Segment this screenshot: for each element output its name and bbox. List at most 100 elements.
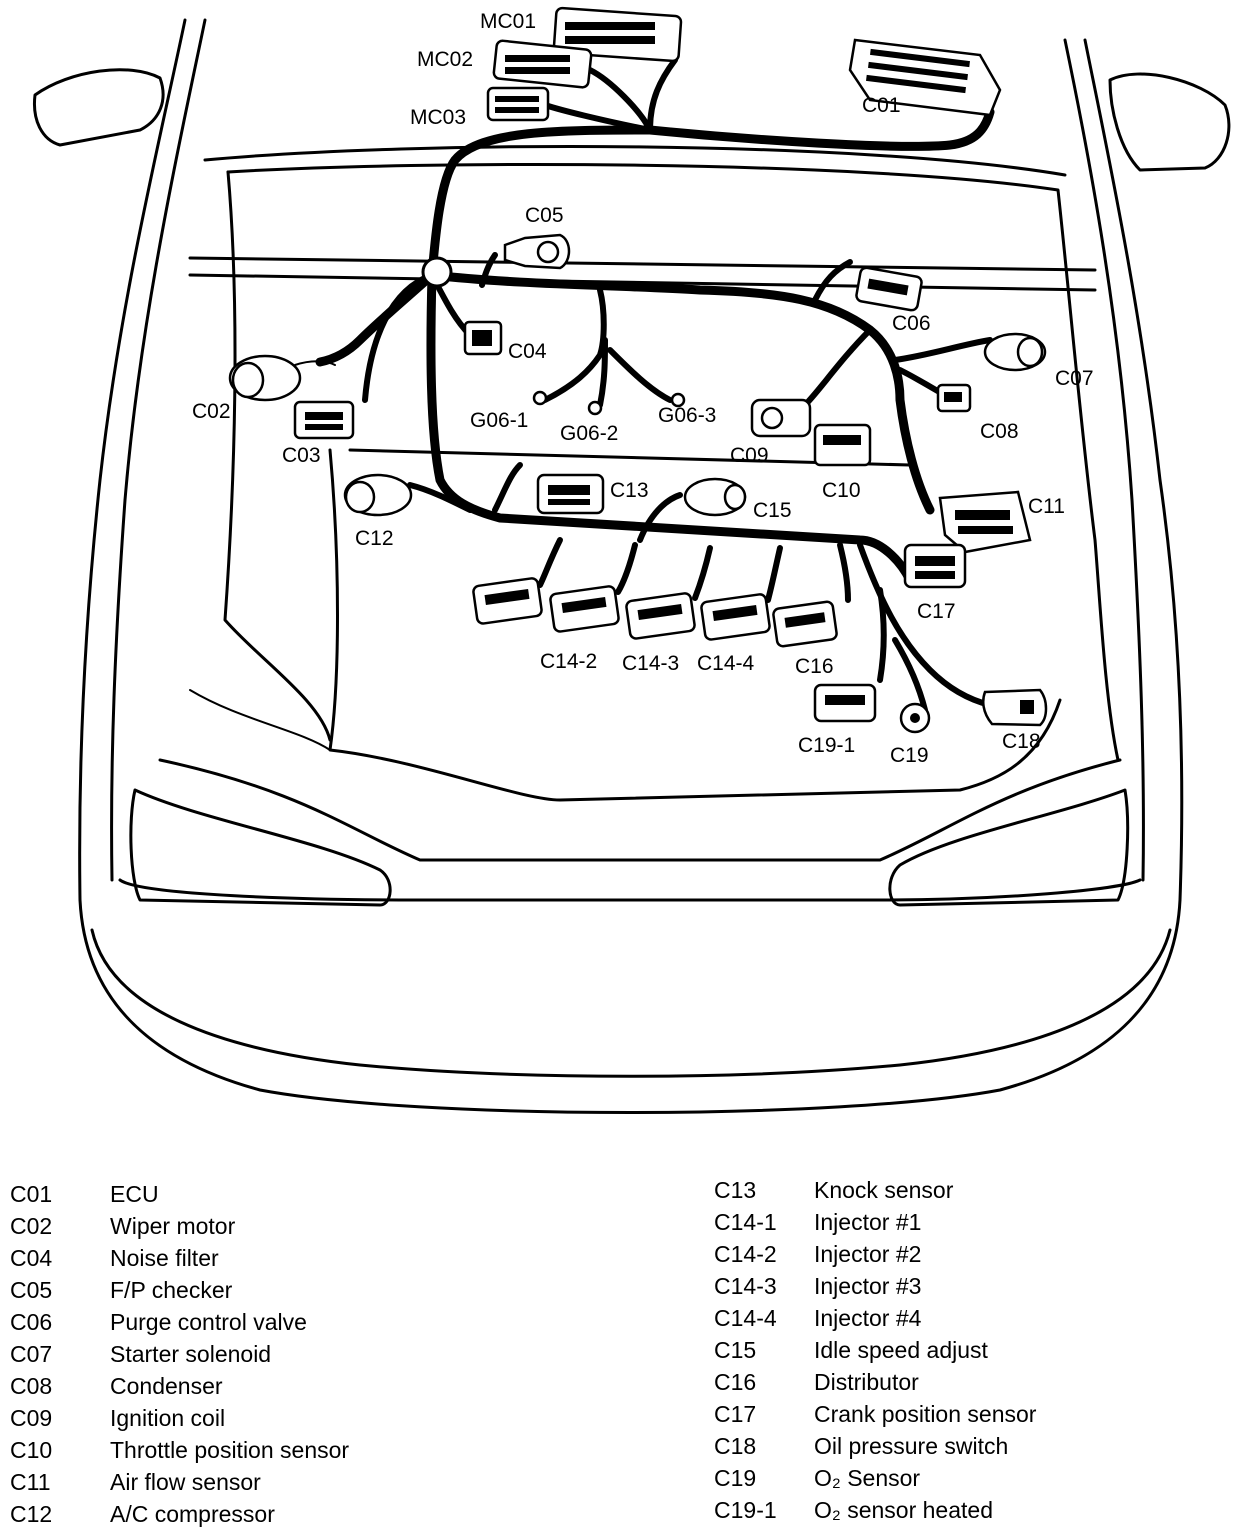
connector-c05 bbox=[503, 233, 571, 270]
label-c03: C03 bbox=[282, 444, 321, 467]
label-c14-3: C14-3 bbox=[622, 652, 679, 675]
label-c04: C04 bbox=[508, 340, 547, 363]
connector-c07 bbox=[983, 332, 1047, 372]
label-c08: C08 bbox=[980, 420, 1019, 443]
legend-desc: Injector #2 bbox=[814, 1241, 922, 1267]
label-c11: C11 bbox=[1028, 495, 1065, 518]
connector-c16 bbox=[772, 600, 838, 648]
connector-labels: MC01 MC02 MC03 C01 C05 C04 C06 C07 C02 C… bbox=[192, 10, 1094, 767]
legend-code: C06 bbox=[10, 1309, 53, 1335]
connector-c10 bbox=[813, 423, 872, 467]
legend-desc: Noise filter bbox=[110, 1245, 219, 1271]
connector-c14-4 bbox=[700, 593, 771, 641]
connector-mc03 bbox=[486, 86, 550, 122]
legend-code: C08 bbox=[10, 1373, 53, 1399]
legend-desc: Ignition coil bbox=[110, 1405, 226, 1431]
legend-desc: ECU bbox=[110, 1181, 159, 1207]
legend-desc: Injector #1 bbox=[814, 1209, 922, 1235]
connector-legend: C01 ECU C02 Wiper motor C04 Noise filter C0… bbox=[0, 1170, 1248, 1536]
legend-desc: Injector #3 bbox=[814, 1273, 922, 1299]
connector-c14-1 bbox=[472, 577, 543, 625]
connector-c03 bbox=[293, 400, 355, 440]
legend-desc: Idle speed adjust bbox=[814, 1337, 988, 1363]
connectors bbox=[228, 6, 1048, 734]
engine-bay-wiring-diagram: MC01 MC02 MC03 C01 C05 C04 C06 C07 C02 C… bbox=[32, 6, 1231, 1114]
legend-code: C02 bbox=[10, 1213, 53, 1239]
connector-c02 bbox=[228, 354, 336, 402]
legend-code: C14-3 bbox=[714, 1273, 777, 1299]
legend-desc: Condenser bbox=[110, 1373, 223, 1399]
legend-desc: Purge control valve bbox=[110, 1309, 307, 1335]
label-c15: C15 bbox=[753, 499, 792, 522]
car-body-outline bbox=[32, 18, 1231, 1114]
label-c18: C18 bbox=[1002, 730, 1041, 753]
label-c14-2: C14-2 bbox=[540, 650, 597, 673]
label-c05: C05 bbox=[525, 204, 564, 227]
ground-g06-2 bbox=[587, 400, 603, 416]
connector-mc01 bbox=[552, 6, 683, 63]
label-c07: C07 bbox=[1055, 367, 1094, 390]
legend-code: C01 bbox=[10, 1181, 53, 1207]
connector-c13 bbox=[536, 473, 605, 515]
legend-desc: Injector #4 bbox=[814, 1305, 922, 1331]
label-g06-1: G06-1 bbox=[470, 409, 528, 432]
connector-c19-1 bbox=[813, 683, 877, 723]
connector-c14-2 bbox=[549, 585, 620, 633]
connector-c19 bbox=[899, 702, 931, 734]
label-c13: C13 bbox=[610, 479, 649, 502]
connector-c08 bbox=[936, 383, 972, 413]
legend-code: C14-4 bbox=[714, 1305, 777, 1331]
label-c12: C12 bbox=[355, 527, 394, 550]
label-c14-4: C14-4 bbox=[697, 652, 755, 675]
legend-desc: Air flow sensor bbox=[110, 1469, 261, 1495]
connector-mc02 bbox=[492, 39, 593, 89]
label-g06-2: G06-2 bbox=[560, 422, 618, 445]
ground-g06-3 bbox=[670, 392, 686, 408]
legend-code: C05 bbox=[10, 1277, 53, 1303]
legend-desc: Crank position sensor bbox=[814, 1401, 1037, 1427]
label-c19-1: C19-1 bbox=[798, 734, 855, 757]
label-c09: C09 bbox=[730, 444, 769, 467]
label-mc02: MC02 bbox=[417, 48, 473, 71]
legend-desc: Knock sensor bbox=[814, 1177, 954, 1203]
legend-desc: Throttle position sensor bbox=[110, 1437, 350, 1463]
label-c16: C16 bbox=[795, 655, 834, 678]
legend-desc: O₂ sensor heated bbox=[814, 1497, 993, 1523]
legend-code: C17 bbox=[714, 1401, 757, 1427]
label-mc01: MC01 bbox=[480, 10, 536, 33]
legend-column-left: C01 ECU C02 Wiper motor C04 Noise filter C0… bbox=[10, 1178, 610, 1538]
connector-c09 bbox=[750, 398, 812, 438]
connector-c11 bbox=[938, 490, 1032, 554]
legend-code: C13 bbox=[714, 1177, 757, 1203]
label-c10: C10 bbox=[822, 479, 861, 502]
connector-c14-3 bbox=[625, 592, 696, 640]
connector-c06 bbox=[855, 266, 923, 312]
connector-c15 bbox=[683, 477, 747, 517]
legend-code: C10 bbox=[10, 1437, 53, 1463]
connector-c17 bbox=[903, 543, 967, 589]
legend-desc: Wiper motor bbox=[110, 1213, 236, 1239]
legend-desc: A/C compressor bbox=[110, 1501, 275, 1527]
legend-code: C04 bbox=[10, 1245, 53, 1271]
legend-code: C07 bbox=[10, 1341, 53, 1367]
connector-c18 bbox=[982, 688, 1048, 727]
ground-g06-1 bbox=[532, 390, 548, 406]
label-c01: C01 bbox=[862, 94, 901, 117]
legend-code: C19-1 bbox=[714, 1497, 777, 1523]
legend-code: C15 bbox=[714, 1337, 757, 1363]
legend-code: C16 bbox=[714, 1369, 757, 1395]
legend-desc: F/P checker bbox=[110, 1277, 233, 1303]
legend-code: C14-2 bbox=[714, 1241, 777, 1267]
legend-code: C12 bbox=[10, 1501, 53, 1527]
legend-desc: Oil pressure switch bbox=[814, 1433, 1009, 1459]
connector-c01 bbox=[848, 38, 1002, 117]
label-c02: C02 bbox=[192, 400, 231, 423]
wiring-harness bbox=[315, 57, 995, 713]
label-c17: C17 bbox=[917, 600, 956, 623]
legend-code: C14-1 bbox=[714, 1209, 777, 1235]
legend-code: C18 bbox=[714, 1433, 757, 1459]
legend-desc: Distributor bbox=[814, 1369, 919, 1395]
label-g06-3: G06-3 bbox=[658, 404, 716, 427]
legend-desc: Starter solenoid bbox=[110, 1341, 272, 1367]
legend-desc: O₂ Sensor bbox=[814, 1465, 921, 1491]
